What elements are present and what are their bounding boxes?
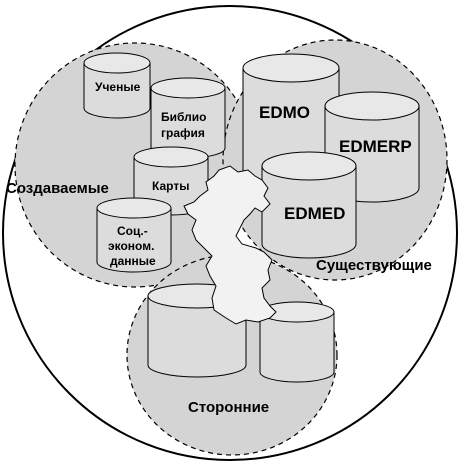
cylinder-external-2	[259, 301, 335, 383]
label-external: Сторонние	[188, 399, 269, 416]
label-bibliography-line1: Библио	[161, 110, 206, 124]
label-scientists: Ученые	[95, 80, 141, 94]
cylinder-edmed	[261, 151, 357, 259]
label-bibliography-line2: графия	[161, 126, 205, 140]
label-socio-line2: эконом.	[108, 239, 154, 253]
label-edmo: EDMO	[259, 103, 310, 122]
label-edmerp: EDMERP	[339, 137, 412, 156]
cylinder-socio-economic	[96, 197, 172, 273]
caspian-sea-map	[183, 165, 277, 325]
label-existing: Существующие	[316, 257, 432, 274]
label-socio-line1: Соц.-	[117, 224, 148, 238]
label-socio-line3: данные	[110, 254, 156, 268]
cylinder-scientists	[83, 52, 151, 119]
label-created: Создаваемые	[6, 180, 109, 197]
label-edmed: EDMED	[284, 204, 345, 223]
label-maps: Карты	[152, 179, 189, 193]
